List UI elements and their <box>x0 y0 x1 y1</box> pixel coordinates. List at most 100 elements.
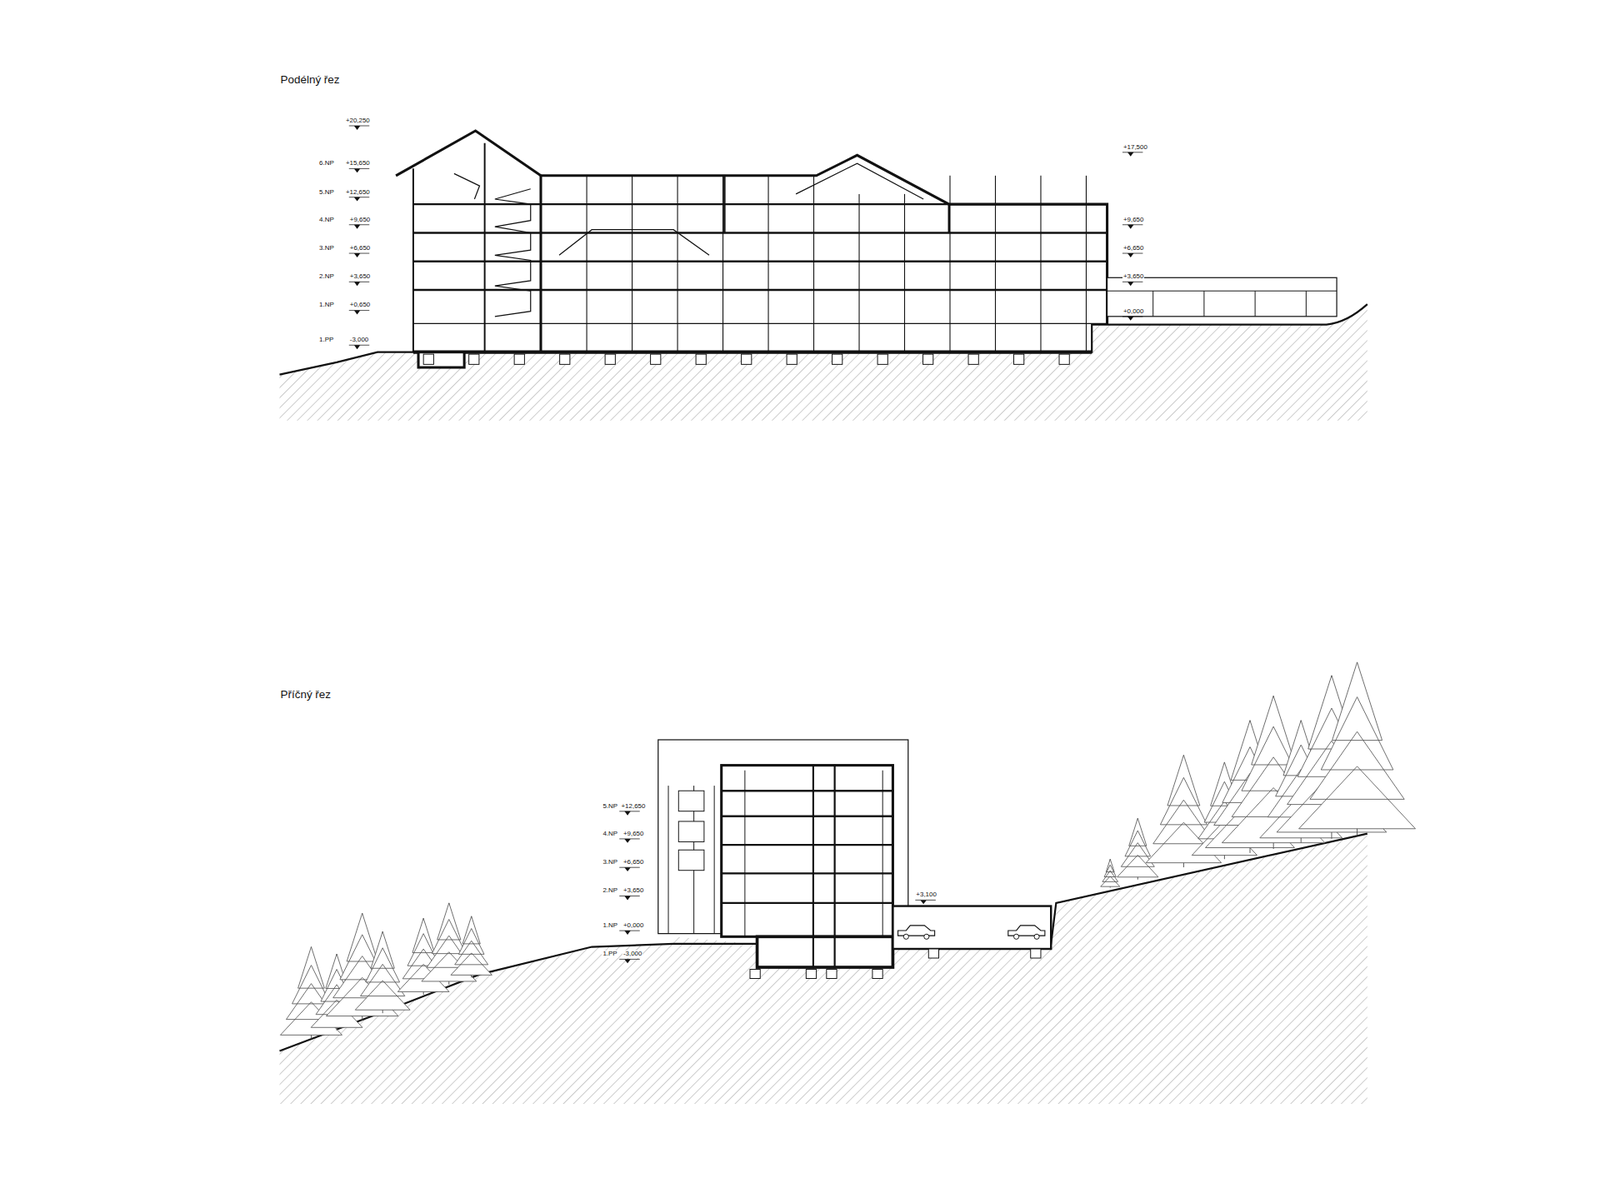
level-mark: -3,000 <box>349 336 370 345</box>
floor-slab <box>413 231 1108 234</box>
level-mark: +9,650 <box>622 830 645 839</box>
elevation-line <box>668 785 670 935</box>
level-mark: +0,000 <box>1122 308 1145 316</box>
level-triangle <box>624 867 630 872</box>
floor-slab <box>721 815 894 818</box>
level-mark: +6,650 <box>622 859 645 867</box>
roof <box>395 130 541 176</box>
mullion <box>904 194 905 353</box>
footing <box>423 354 434 365</box>
garage <box>1107 277 1338 317</box>
footing <box>877 354 888 365</box>
section-title: Podélný řez <box>280 74 341 87</box>
footing <box>560 354 570 365</box>
level-mark: +9,650 <box>349 216 372 225</box>
floor-slab <box>721 790 894 792</box>
tree <box>1100 859 1120 887</box>
level-mark: +0,650 <box>349 301 372 310</box>
basement <box>418 352 465 368</box>
mullion <box>813 175 815 353</box>
mullion <box>586 175 588 353</box>
garage-column <box>1203 290 1205 317</box>
mullion <box>858 194 860 353</box>
window <box>678 790 705 811</box>
car <box>1008 925 1045 936</box>
gable-inner <box>795 163 924 200</box>
mullion <box>1040 175 1041 353</box>
floor-slab <box>413 260 1108 262</box>
level-mark: 1.NP <box>318 301 335 310</box>
level-mark: +0,000 <box>622 922 645 930</box>
building-section <box>721 765 894 938</box>
footing <box>872 969 883 979</box>
wheel <box>903 934 909 940</box>
level-triangle <box>354 281 360 286</box>
footing <box>514 354 525 365</box>
footing <box>968 354 979 365</box>
ground-hatch <box>280 834 1368 1105</box>
level-mark: +3,650 <box>1122 273 1145 281</box>
level-mark: +3,650 <box>349 273 372 281</box>
elevation-line <box>714 785 715 935</box>
main-block <box>540 155 1108 352</box>
level-mark: 1.PP <box>318 336 335 345</box>
level-mark: +3,100 <box>915 891 938 900</box>
floor-slab <box>721 844 894 846</box>
level-mark: +20,250 <box>345 117 371 125</box>
level-mark: 1.NP <box>601 922 619 930</box>
level-mark: 1.PP <box>601 950 618 959</box>
footing <box>805 969 816 979</box>
level-triangle <box>624 811 630 816</box>
footing <box>832 354 843 365</box>
mullion <box>722 175 724 353</box>
level-mark: 2.NP <box>318 273 335 281</box>
car <box>898 925 935 936</box>
wheel <box>924 934 930 940</box>
level-mark: -3,000 <box>622 950 644 959</box>
level-mark: +12,650 <box>620 803 646 811</box>
facade-line <box>882 770 884 938</box>
tower-walls <box>413 143 541 353</box>
footing <box>1030 949 1041 959</box>
level-mark: 6.NP <box>318 160 335 168</box>
level-triangle <box>1127 253 1134 258</box>
garage <box>892 906 1051 950</box>
level-mark: 3.NP <box>318 245 335 253</box>
footing <box>826 969 837 979</box>
facade-line <box>744 770 745 938</box>
level-triangle <box>354 197 360 202</box>
level-mark: +17,500 <box>1122 144 1149 152</box>
column <box>812 765 815 968</box>
floor-slab <box>413 323 1108 325</box>
footing <box>469 354 480 365</box>
balcony <box>721 844 745 845</box>
footing <box>1014 354 1025 365</box>
level-triangle <box>1127 281 1134 286</box>
footing <box>923 354 934 365</box>
level-mark: +6,650 <box>1122 245 1145 253</box>
window <box>678 850 705 870</box>
tree <box>1299 662 1416 830</box>
footing <box>650 354 661 365</box>
footing <box>741 354 752 365</box>
level-triangle <box>624 895 630 900</box>
footing <box>695 354 706 365</box>
mullion <box>1085 175 1087 353</box>
level-triangle <box>920 900 926 905</box>
footing <box>786 354 797 365</box>
footing <box>1059 354 1070 365</box>
base-slab <box>413 350 1092 355</box>
section-title: Příčný řez <box>280 689 333 702</box>
level-mark: +6,650 <box>349 245 372 253</box>
level-mark: 5.NP <box>601 803 619 811</box>
floor-slab <box>721 902 894 905</box>
floor-slab <box>721 872 894 875</box>
floor-slab <box>413 289 1108 291</box>
level-triangle <box>624 930 630 935</box>
level-triangle <box>354 225 360 230</box>
level-mark: 4.NP <box>318 216 335 225</box>
wheel <box>1014 934 1020 940</box>
basement <box>757 936 894 968</box>
level-mark: 3.NP <box>601 859 619 867</box>
